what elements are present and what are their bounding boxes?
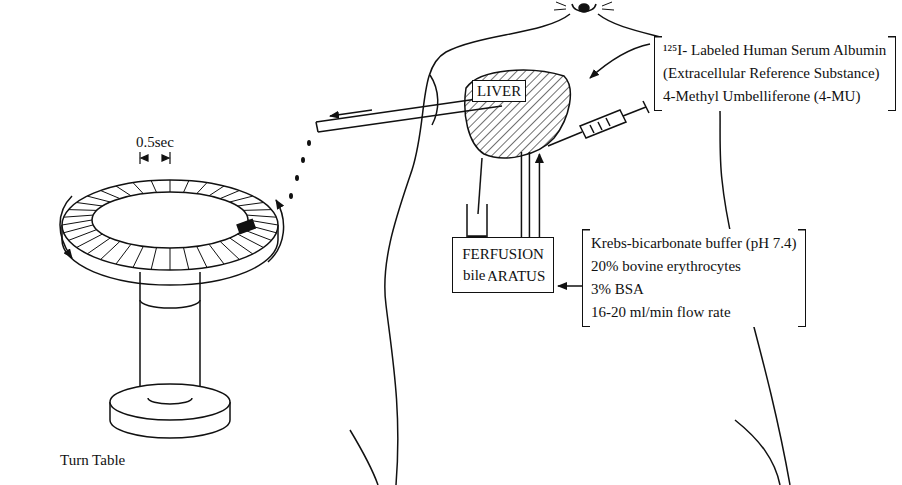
cell-divider <box>247 215 277 217</box>
cell-divider <box>77 203 103 207</box>
cell-divider <box>220 241 239 259</box>
cell-divider <box>151 248 156 270</box>
cell-divider <box>220 191 239 199</box>
cell-divider <box>101 191 120 199</box>
bracketed-note: ¹²⁵I- Labeled Human Serum Albumin(Extrac… <box>654 36 896 111</box>
cell-divider <box>151 181 156 193</box>
cell-divider <box>209 244 224 264</box>
cell-divider <box>133 183 143 194</box>
cell-divider <box>116 244 131 264</box>
apparatus-box: FERFUSION APPARATUS <box>452 237 554 293</box>
flow-arrow <box>539 154 541 237</box>
annotation-label: bile <box>461 266 488 284</box>
perfusate-drops <box>289 140 311 199</box>
note-line: 4-Methyl Umbelliferone (4-MU) <box>663 85 886 108</box>
cell-divider <box>69 230 97 241</box>
buffer-arrow <box>558 285 582 287</box>
cell-divider <box>116 186 131 196</box>
tube-wall <box>521 152 529 237</box>
cell-divider <box>170 180 171 192</box>
turntable <box>60 180 284 438</box>
rat-head <box>554 2 614 12</box>
organ-label: LIVER <box>472 80 526 102</box>
cell-divider <box>170 248 171 270</box>
annotation-label: 0.5sec <box>134 133 176 151</box>
cell-divider <box>101 241 120 259</box>
cell-divider <box>243 209 271 211</box>
cell-divider <box>62 220 92 225</box>
liver-organ: LIVER <box>462 66 574 164</box>
note-line: 20% bovine erythrocytes <box>591 255 796 278</box>
annotation-label: Turn Table <box>58 451 127 469</box>
cell-divider <box>184 248 189 270</box>
cell-divider <box>197 246 207 267</box>
cell-divider <box>64 225 94 233</box>
cell-divider <box>69 209 97 211</box>
interval-marker <box>140 152 170 164</box>
cell-divider <box>184 181 189 193</box>
note-line: 3% BSA <box>591 278 796 301</box>
cell-divider <box>209 186 224 196</box>
cell-divider <box>238 203 264 207</box>
note-line: (Extracellular Reference Substance) <box>663 62 886 85</box>
cell-divider <box>230 196 253 202</box>
cell-divider <box>64 215 94 217</box>
note-line: Krebs-bicarbonate buffer (pH 7.4) <box>591 232 796 255</box>
note-line: 16-20 ml/min flow rate <box>591 301 796 324</box>
cell-divider <box>87 196 110 202</box>
cell-divider <box>230 238 253 254</box>
injection-arrow <box>590 44 650 78</box>
perfusion-tube <box>521 152 539 237</box>
cell-divider <box>133 246 143 267</box>
cell-divider <box>197 183 207 194</box>
bracketed-note: Krebs-bicarbonate buffer (pH 7.4)20% bov… <box>582 229 806 327</box>
note-line: ¹²⁵I- Labeled Human Serum Albumin <box>663 39 886 62</box>
